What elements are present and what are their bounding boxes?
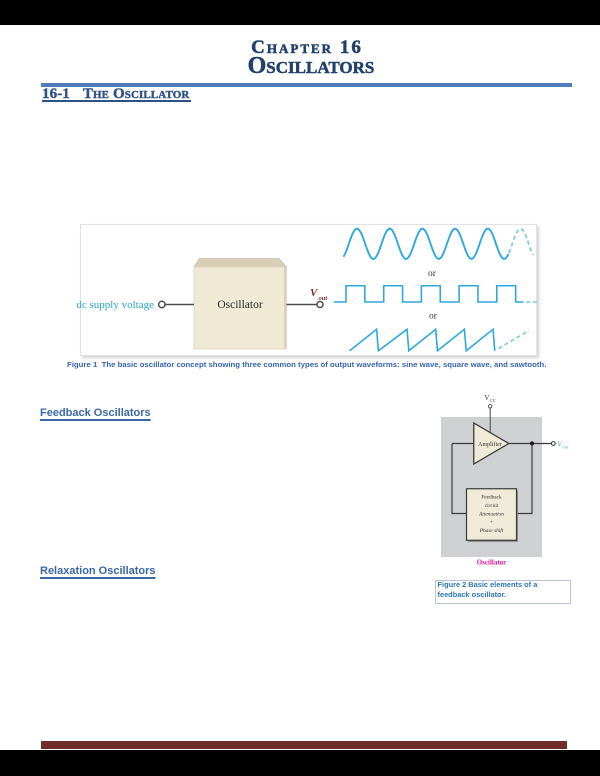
svg-text:Feedback: Feedback — [481, 495, 502, 501]
svg-text:or: or — [429, 312, 438, 322]
svg-text:out: out — [563, 445, 569, 450]
svg-text:Attenuation: Attenuation — [478, 511, 504, 517]
svg-text:+: + — [490, 520, 493, 526]
svg-text:out: out — [319, 295, 328, 302]
svg-text:V: V — [484, 394, 489, 402]
svg-text:CC: CC — [490, 398, 496, 403]
svg-text:circuit: circuit — [485, 503, 499, 509]
svg-text:Amplifier: Amplifier — [478, 441, 502, 448]
svg-text:V: V — [310, 287, 319, 299]
svg-text:dc supply voltage: dc supply voltage — [76, 299, 154, 311]
svg-text:V: V — [558, 441, 563, 449]
svg-text:or: or — [428, 269, 437, 279]
svg-text:Oscillator: Oscillator — [477, 559, 507, 567]
svg-text:Phase shift: Phase shift — [479, 527, 504, 534]
svg-text:Oscillator: Oscillator — [217, 299, 263, 311]
